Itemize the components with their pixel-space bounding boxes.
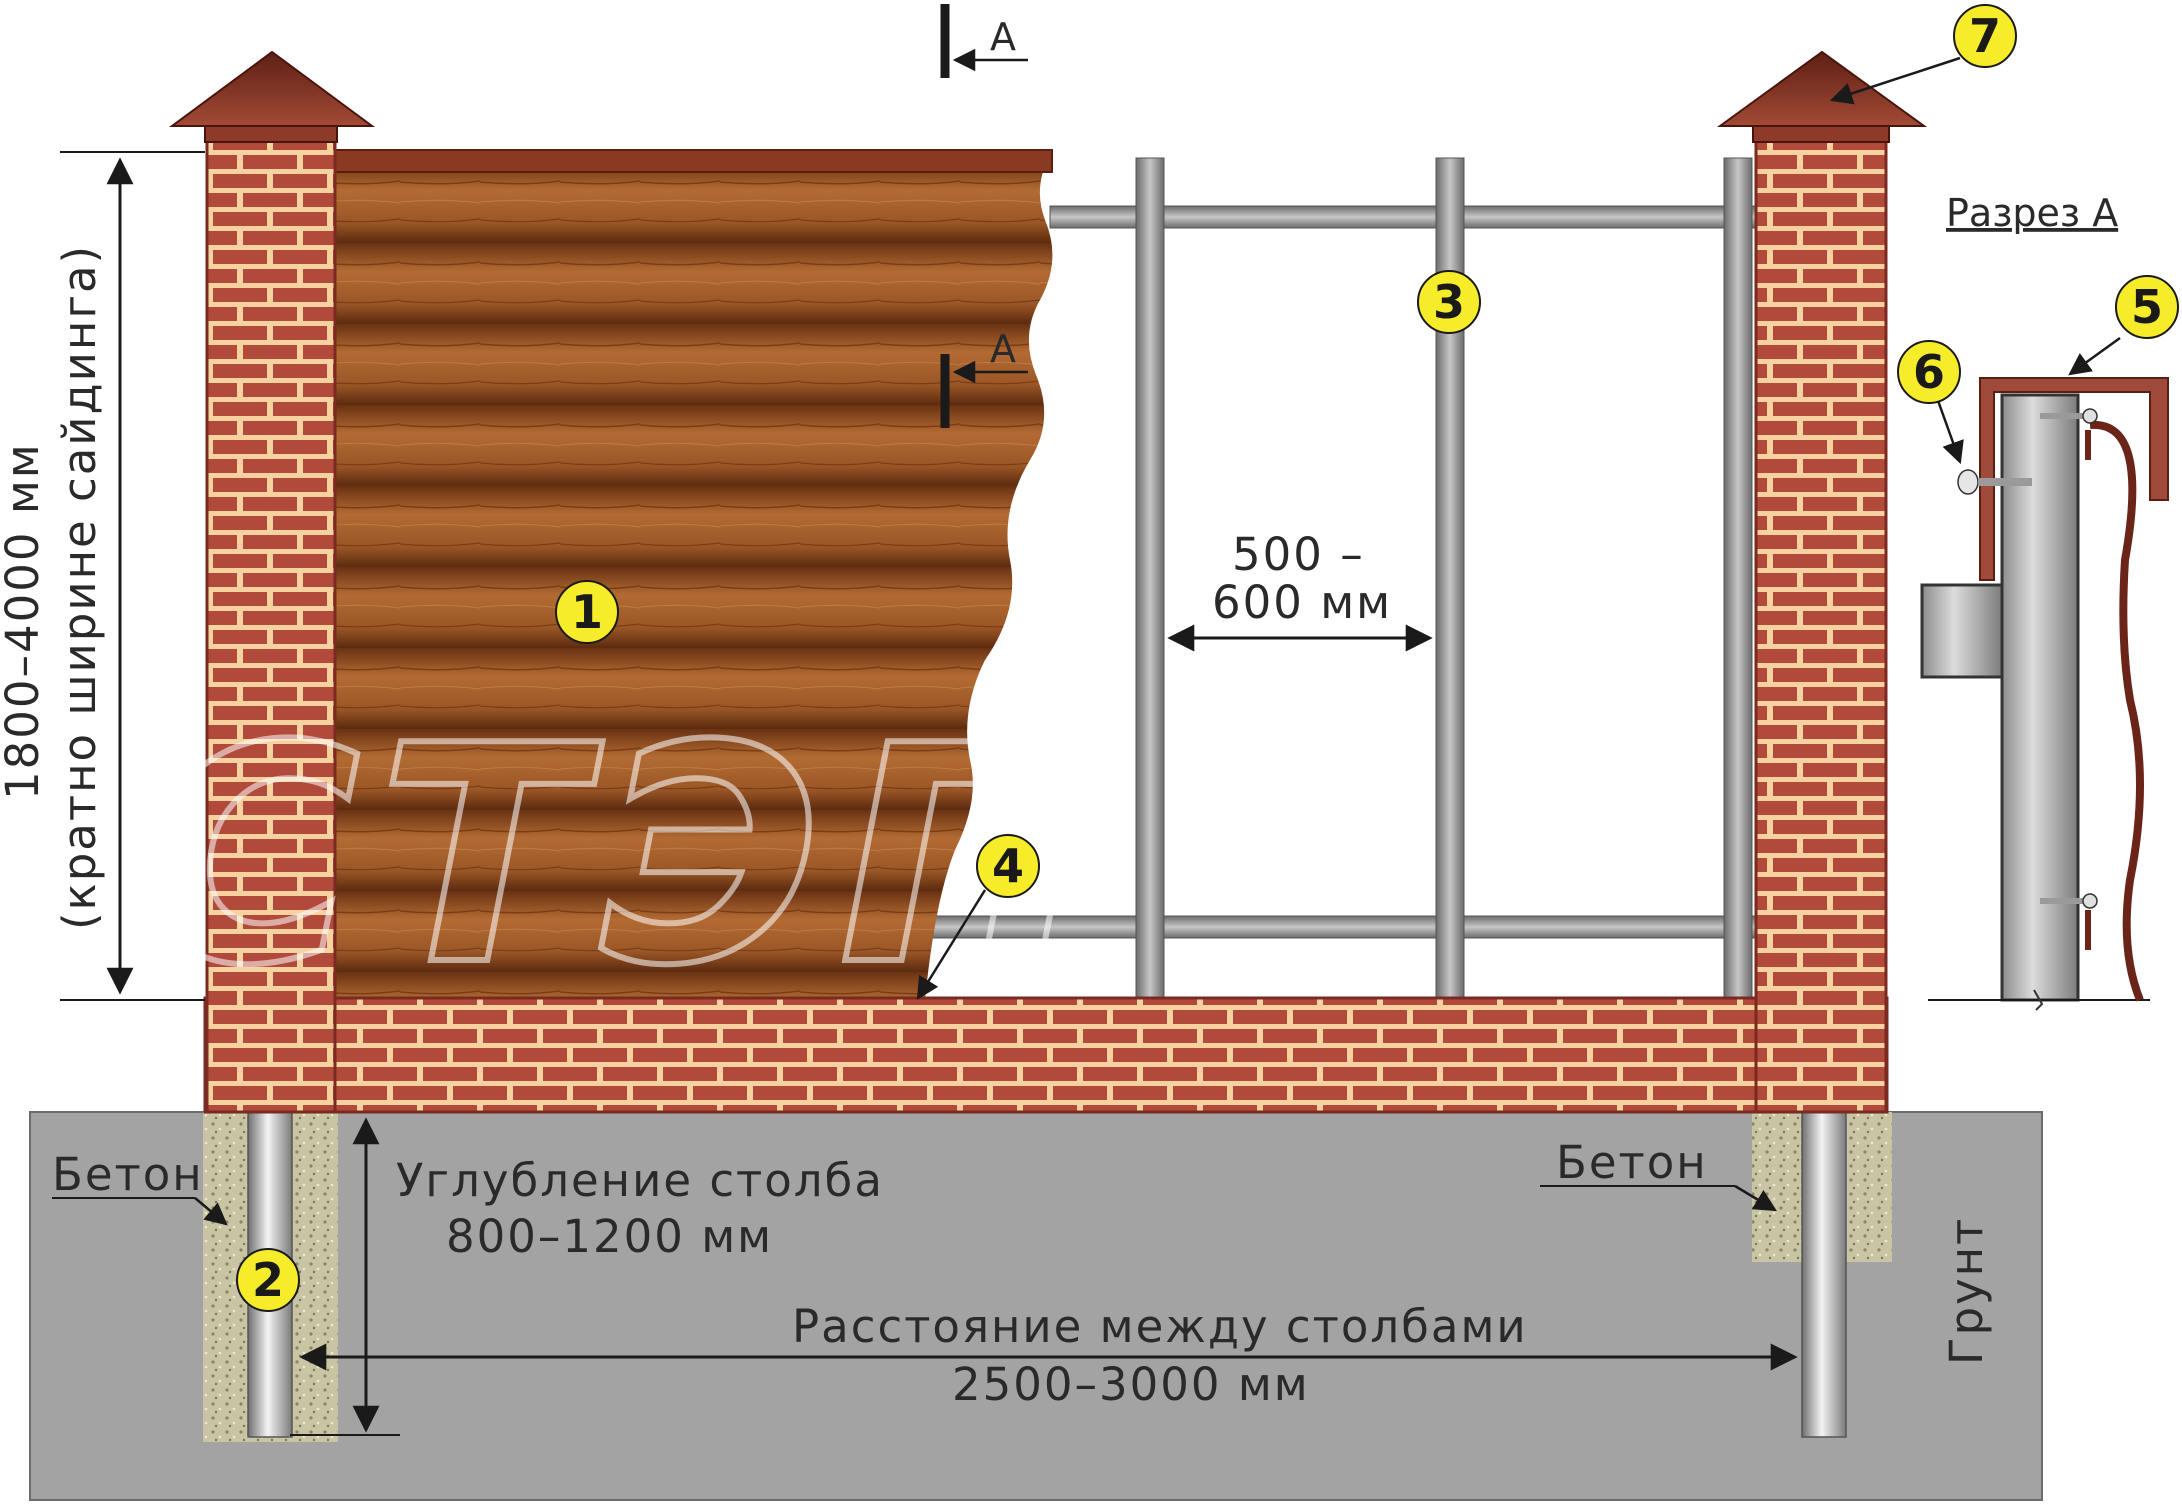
- depth-title-label: Углубление столба: [396, 1154, 884, 1207]
- siding-top-trim: [334, 149, 1053, 173]
- watermark-logo: СТЭП: [140, 682, 1090, 1031]
- badge-1: 1: [555, 580, 619, 644]
- leader-6: [1934, 394, 1964, 465]
- section-title-label: Разрез А: [1946, 191, 2118, 235]
- ground-label: Грунт: [1940, 1217, 1993, 1365]
- svg-text:1: 1: [571, 585, 603, 639]
- pipe-right: [1801, 1111, 1847, 1438]
- brick-pillar-left: [205, 138, 337, 1114]
- badge-3: 3: [1417, 270, 1481, 334]
- depth-value-label: 800–1200 мм: [446, 1210, 773, 1263]
- badge-5: 5: [2115, 275, 2179, 339]
- svg-text:6: 6: [1913, 345, 1945, 399]
- badge-2: 2: [236, 1248, 300, 1312]
- concrete-label-left: Бетон: [52, 1148, 204, 1201]
- post-1: [1135, 157, 1165, 999]
- pillar-cap-right: [1716, 50, 1928, 143]
- distance-value-label: 2500–3000 мм: [952, 1358, 1310, 1411]
- section-a-detail: [1920, 377, 2169, 1011]
- concrete-leader-left-arrow: [194, 1197, 228, 1226]
- badge-7: 7: [1953, 4, 2017, 68]
- badge-4: 4: [976, 834, 1040, 898]
- brick-pillar-right: [1754, 138, 1888, 1114]
- concrete-label-right: Бетон: [1556, 1136, 1708, 1189]
- screw-top: [2040, 408, 2098, 424]
- height-range-label: 1800–4000 мм: [0, 442, 49, 800]
- brick-base: [203, 996, 1889, 1114]
- svg-text:7: 7: [1969, 9, 2001, 63]
- pillar-cap-left: [168, 50, 376, 143]
- leader-7: [1829, 56, 1961, 105]
- post-spacing-unit: 600 мм: [1212, 576, 1392, 629]
- badge-6: 6: [1897, 340, 1961, 404]
- screw-side: [1957, 469, 2032, 495]
- svg-text:А: А: [990, 15, 1016, 59]
- concrete-leader-right-arrow: [1734, 1184, 1777, 1212]
- post-3: [1723, 157, 1753, 999]
- leader-4: [916, 889, 987, 1000]
- svg-text:5: 5: [2131, 280, 2163, 334]
- svg-text:2: 2: [252, 1253, 284, 1307]
- svg-text:А: А: [990, 327, 1016, 371]
- section-marker-top: А: [940, 4, 1028, 78]
- distance-title-label: Расстояние между столбами: [792, 1300, 1528, 1353]
- post-spacing-label: 500 –: [1232, 528, 1365, 581]
- section-marker-mid: А: [940, 327, 1028, 428]
- svg-text:3: 3: [1433, 275, 1465, 329]
- siding-panel: [335, 152, 1053, 1000]
- svg-text:4: 4: [992, 839, 1024, 893]
- height-note-label: (кратно ширине сайдинга): [53, 244, 106, 930]
- screw-bottom: [2040, 893, 2098, 909]
- leader-5: [2068, 336, 2121, 376]
